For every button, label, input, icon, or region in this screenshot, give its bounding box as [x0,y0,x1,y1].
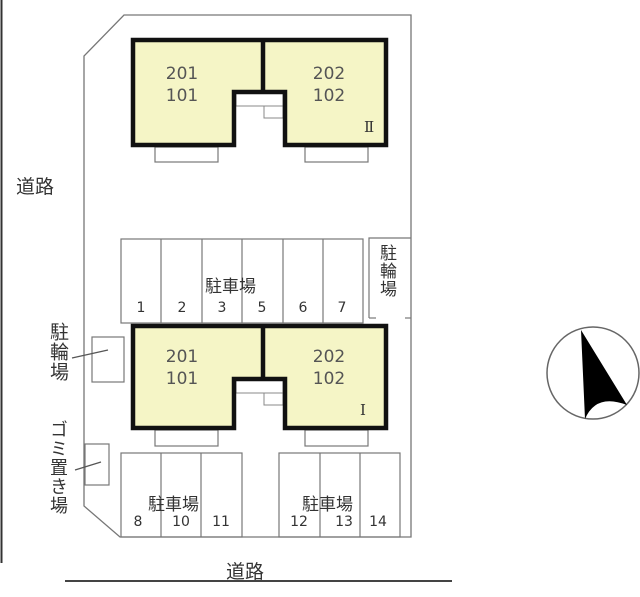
north-arrow-compass [546,326,640,420]
parking-space: 10 [172,514,190,530]
parking-space: 12 [290,514,308,530]
parking-space: 3 [217,300,227,316]
balcony [304,146,369,163]
unit-upper: 202 [312,64,346,84]
unit-upper: 201 [165,64,199,84]
parking-space: 14 [369,514,387,530]
building-outline [130,37,389,148]
parking-space: 5 [257,300,267,316]
balcony [154,146,219,163]
north-arrow-icon [581,330,627,419]
parking-space: 13 [335,514,353,530]
unit-label-201-101: 201 101 [147,63,217,107]
unit-upper: 202 [312,347,346,367]
unit-lower: 102 [312,86,346,106]
unit-label-202-102: 202 102 [294,63,364,107]
building-1 [130,323,389,447]
parking-space: 6 [298,300,308,316]
building-outline [130,323,389,431]
stair [263,105,284,119]
building-2 [130,37,389,163]
unit-lower: 101 [165,86,199,106]
unit-upper: 201 [165,347,199,367]
south-road-label: 道路 [226,561,265,583]
parking-lower-right [278,452,401,538]
parking-label-upper: 駐車場 [205,277,256,297]
stair [263,392,284,406]
unit-lower: 101 [165,369,199,389]
parking-label-lower-left: 駐車場 [148,495,199,515]
parking-space: 1 [136,300,146,316]
leader-line [71,349,109,359]
unit-lower: 102 [312,369,346,389]
parking-label-lower-right: 駐車場 [302,495,353,515]
leader-line [74,461,102,471]
unit-label-202-102: 202 102 [294,346,364,390]
parking-space: 11 [212,514,230,530]
west-road-label: 道路 [16,176,55,198]
balcony [154,429,219,447]
parking-space: 8 [133,514,143,530]
unit-label-201-101: 201 101 [147,346,217,390]
site-boundary [83,14,412,538]
parking-space: 7 [337,300,347,316]
bicycle-area-right [368,237,411,318]
building-name-1: Ⅰ [360,401,366,419]
balcony [304,429,369,447]
parking-lower-left [120,452,243,538]
bicycle-parking-label-right: 駐輪場 [376,244,396,298]
bicycle-parking-label-left: 駐輪場 [47,322,69,382]
trash-area [84,443,110,486]
building-name-2: Ⅱ [364,118,375,136]
trash-area-label: ゴミ置き場 [47,420,68,515]
parking-upper [120,238,364,324]
bicycle-area-left [91,336,125,383]
parking-space: 2 [177,300,187,316]
